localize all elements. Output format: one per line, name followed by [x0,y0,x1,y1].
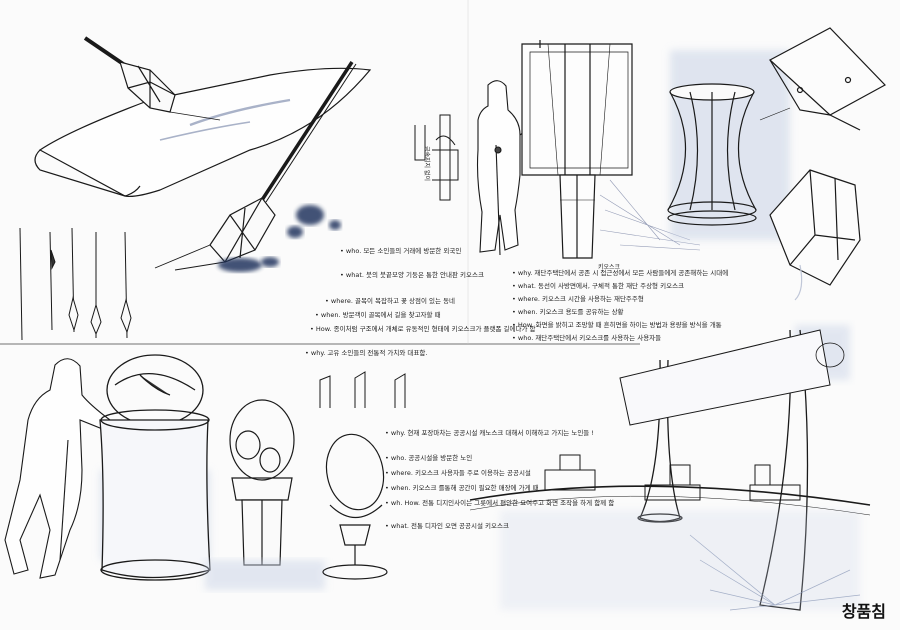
author-credit: 창품침 [841,602,886,621]
lamp-kiosk-tall [229,399,295,566]
small-kiosk-detail [414,114,459,201]
ink-blots [218,205,341,272]
note-lamp-how: • wh. How. 전통 디지인사이는 그릇에서 편안한 요여주고 화면 조작… [385,499,615,507]
note-brush-when: • when. 방문객이 골목에서 길을 찾고자할 때 [315,311,441,319]
folded-panel-1 [759,27,886,131]
note-kiosk-what: • what. 동선이 사방면에서, 구체적 통한 재단 주상형 키오스크 [512,282,685,290]
note-brush-who: • who. 모든 소인들의 거래에 방문한 외국인 [340,247,462,255]
hourglass-kiosk [667,83,757,226]
note-lamp-what: • what. 전통 디자인 오면 공공시설 키오스크 [385,522,509,530]
note-kiosk-when: • when. 키오스크 용도를 공유하는 상황 [512,308,624,316]
kiosk-panel [521,40,633,259]
note-kiosk-where: • where. 키오스크 시간을 사용하는 재단주주형 [512,295,644,303]
brush-variations [19,227,132,341]
paper-sheet [38,67,372,197]
note-kiosk-how: • How. 화면을 밝히고 조망할 때 흔히면을 하이는 방법과 용량을 방식… [512,321,722,329]
note-kiosk-why: • why. 재단주택단에서 공존 시 접근성에서 모든 사람들에게 공존해하는… [512,269,729,277]
vertical-note: 금속지지 없이 [423,146,430,182]
kiosk-label: 키오스크 [598,264,621,271]
folded-panel-2 [769,169,861,301]
goblet-kiosk [322,433,388,580]
blue-wash-4 [205,560,325,590]
note-lamp-when: • when. 키오스크 를통해 공간이 필요한 매장에 가게 때 [385,484,539,492]
kiosk-light-rays [599,179,701,251]
brush-sketch [34,36,372,271]
plaza-scene [469,454,871,516]
sign-arc-panel [619,329,845,426]
note-lamp-why: • why. 현재 포장마차는 공공시설 캐노스크 대해서 이해하고 가지는 노… [385,429,594,437]
brush-head-1 [119,61,176,113]
blue-wash-5 [500,510,860,610]
note-brush-where: • where. 골목이 복잡하고 꽃 상점이 있는 동네 [325,297,456,305]
lamp-kiosk-big [99,354,211,581]
note-brush-what: • what. 붓의 붓끝모양 기둥은 통한 안내판 키오스크 [340,271,484,279]
note-lamp-where: • where. 키오스크 사용자들 주로 이용하는 공공시설 [385,469,531,477]
post-sketch [319,371,406,408]
note-kiosk-who: • who. 재단주택단에서 키오스크를 사용하는 사용자들 [512,334,662,342]
seated-person [4,358,111,579]
note-brush-why: • why. 고유 소인들의 전통적 가치와 대표함. [305,349,428,357]
note-brush-how: • How. 종이처럼 구조에서 개체로 유동적인 형태에 키오스크가 플랫폼 … [310,325,536,333]
note-lamp-who: • who. 공공시설을 방문한 노인 [385,454,473,462]
